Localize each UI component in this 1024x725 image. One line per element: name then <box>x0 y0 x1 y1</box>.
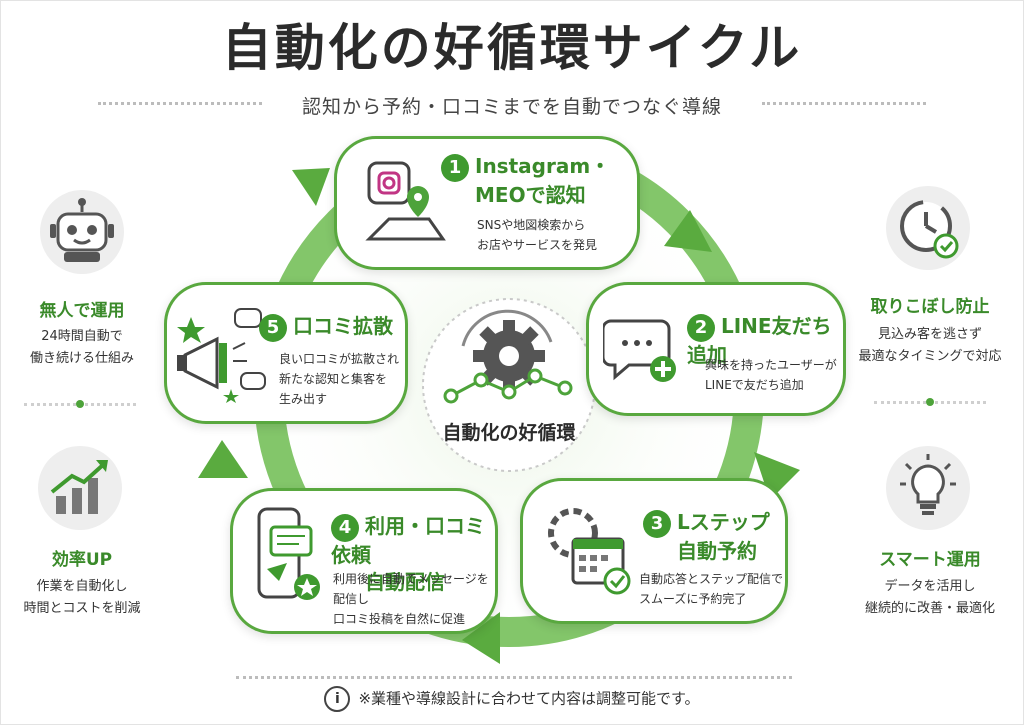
subtitle-divider-right <box>762 102 926 105</box>
center-label: 自動化の好循環 <box>442 422 576 444</box>
step-number-1: 1 <box>441 153 469 182</box>
page-title: 自動化の好循環サイクル <box>221 19 803 77</box>
benefit-title-no-miss: 取りこぼし防止 <box>870 297 990 317</box>
phone-message-icon <box>257 507 320 600</box>
benefit-desc-unmanned: 24時間自動で働き続ける仕組み <box>29 329 134 366</box>
cycle-arrow-5 <box>292 168 330 206</box>
lightbulb-icon <box>886 446 970 530</box>
benefit-title-unmanned: 無人で運用 <box>39 301 125 321</box>
step-desc-3: 自動応答とステップ配信でスムーズに予約完了 <box>639 572 784 606</box>
cycle-arrow-3 <box>462 612 500 664</box>
step-number-4: 4 <box>331 513 359 542</box>
step-desc-4: 利用後に自動でメッセージを配信し口コミ投稿を自然に促進 <box>333 572 489 626</box>
subtitle-divider-left <box>98 102 262 105</box>
footer-note: i※業種や導線設計に合わせて内容は調整可能です。 <box>0 686 1024 712</box>
center-gear-graphic <box>422 298 596 472</box>
benefit-desc-efficiency: 作業を自動化し時間とコストを削減 <box>23 579 141 616</box>
step-number-3: 3 <box>643 509 671 538</box>
step-desc-5: 良い口コミが拡散され新たな認知と集客を生み出す <box>279 352 400 406</box>
benefit-title-efficiency: 効率UP <box>51 550 113 570</box>
benefit-title-smart: スマート運用 <box>879 550 981 570</box>
growth-chart-icon <box>38 446 122 530</box>
chat-add-icon <box>603 319 676 382</box>
cycle-arrow-1 <box>664 210 712 252</box>
step-number-2: 2 <box>687 313 715 342</box>
benefit-desc-smart: データを活用し継続的に改善・最適化 <box>864 579 995 616</box>
megaphone-icon <box>177 308 266 403</box>
footer-divider <box>236 676 792 679</box>
calendar-gear-icon <box>548 508 631 595</box>
left-divider-dot <box>76 400 84 408</box>
step-number-5: 5 <box>259 313 287 342</box>
instagram-map-icon <box>365 161 446 241</box>
benefit-desc-no-miss: 見込み客を逃さず最適なタイミングで対応 <box>858 327 1002 364</box>
robot-icon <box>40 190 124 274</box>
step-desc-1: SNSや地図検索からお店やサービスを発見 <box>477 218 598 252</box>
cycle-arrow-4 <box>198 440 248 478</box>
clock-check-icon <box>886 186 970 270</box>
right-divider-dot <box>926 398 934 406</box>
info-icon: i <box>324 686 351 712</box>
page-subtitle: 認知から予約・口コミまでを自動でつなぐ導線 <box>301 96 722 118</box>
cycle-arrow-2 <box>754 452 800 500</box>
